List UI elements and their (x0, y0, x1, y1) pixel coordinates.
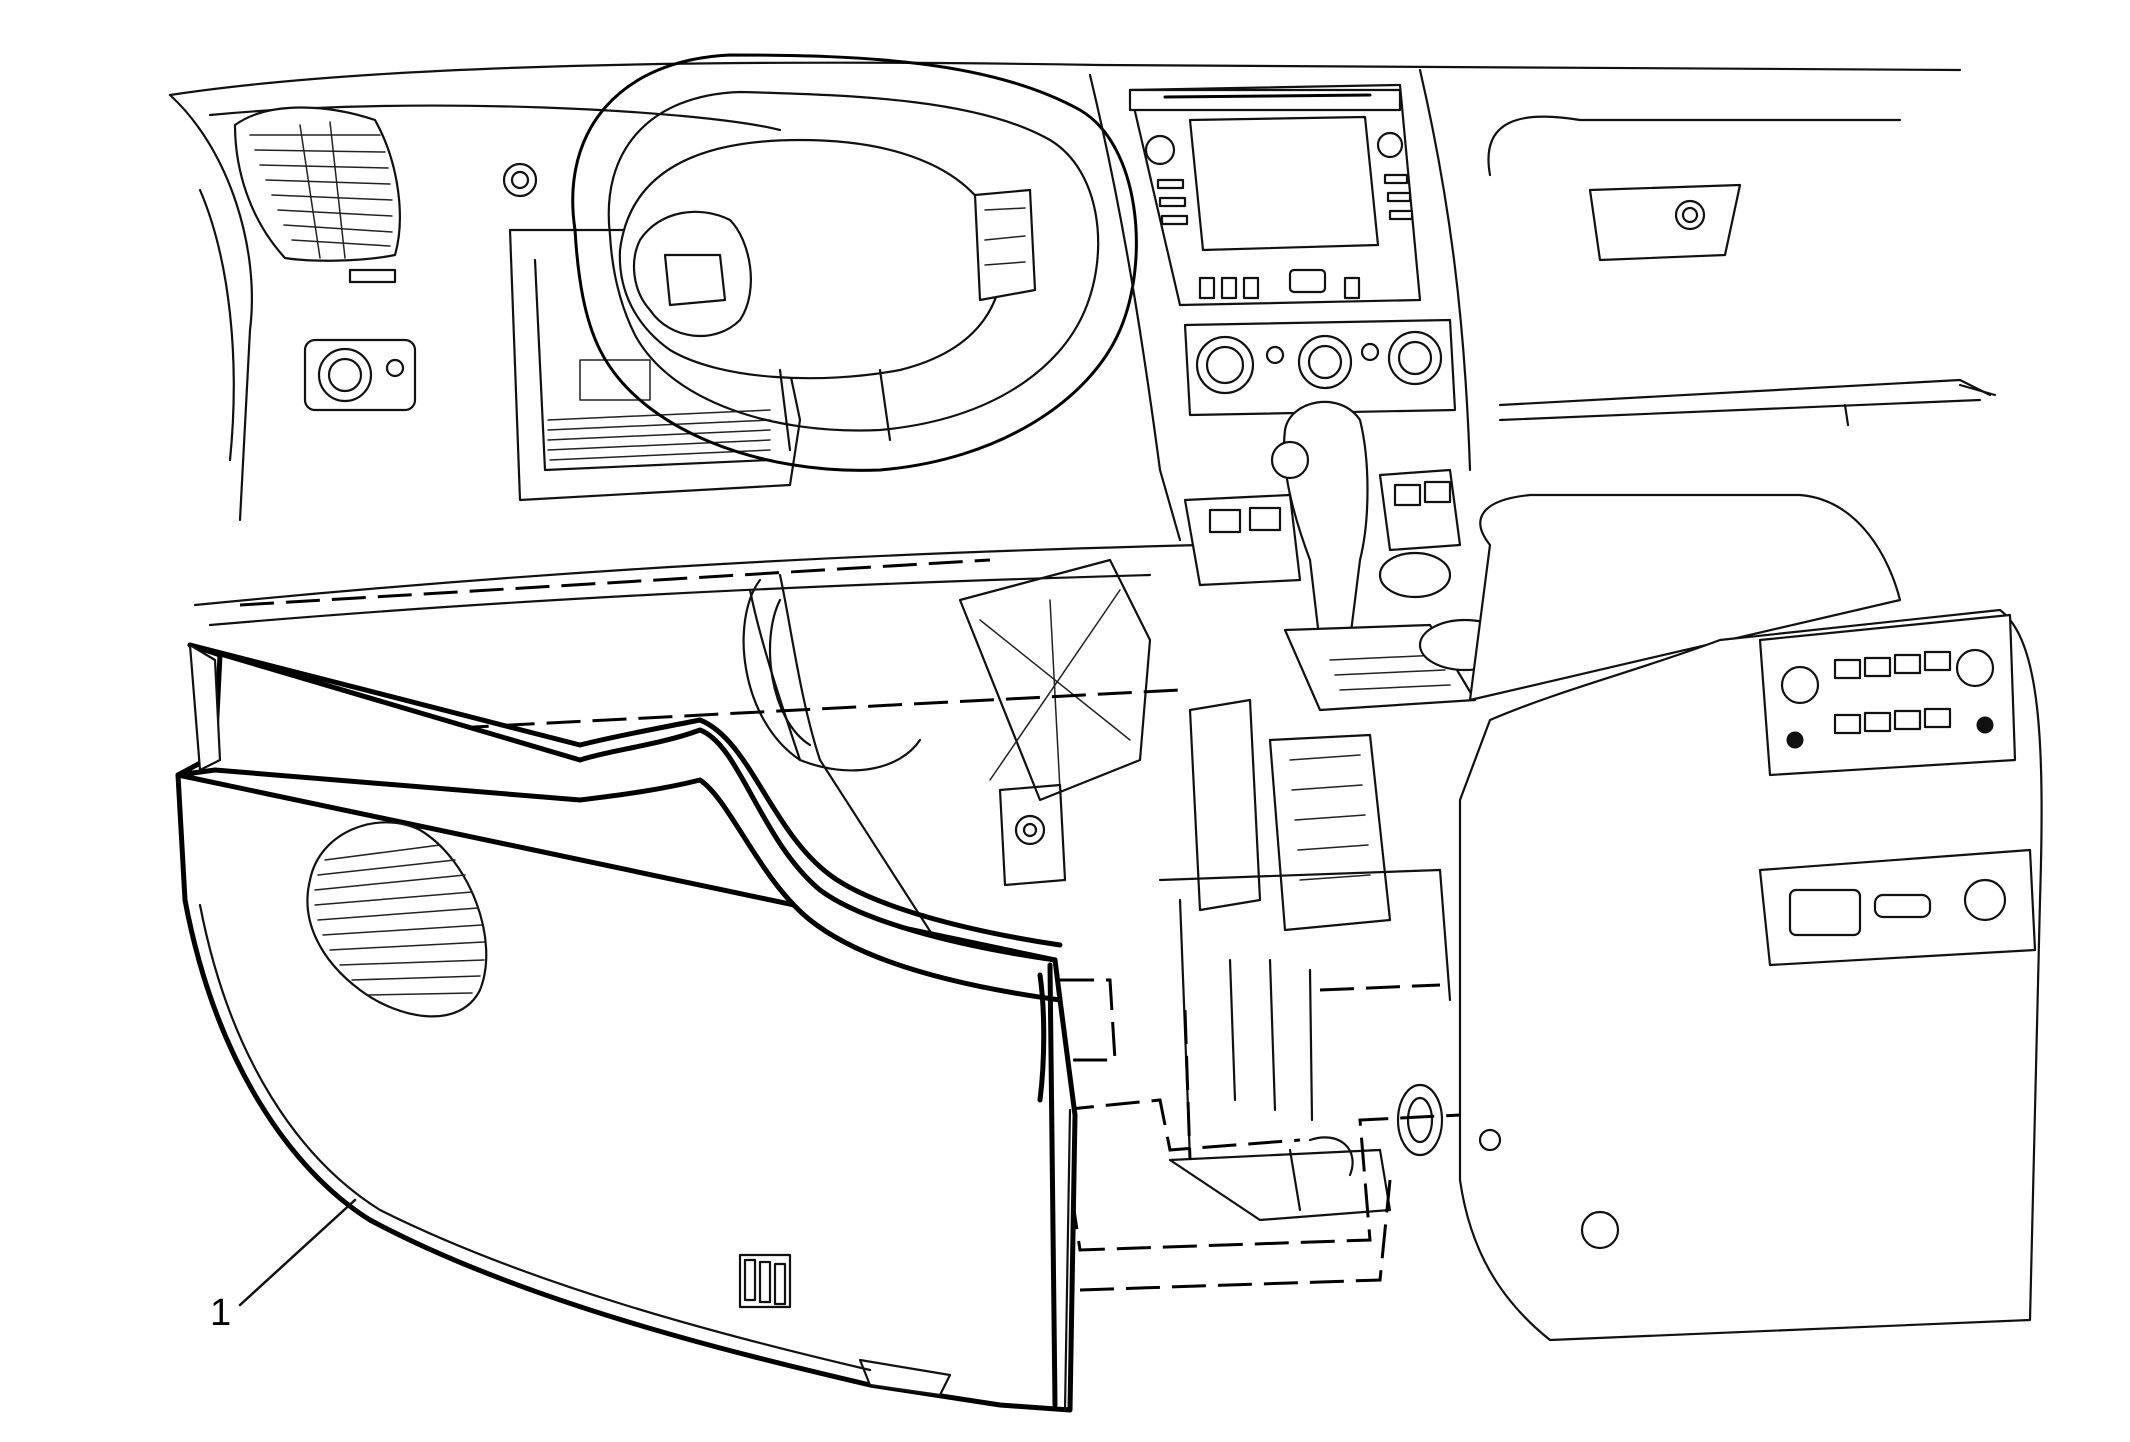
left-air-vent (233, 106, 401, 284)
center-console (1458, 493, 2043, 1342)
center-stack (1088, 68, 1472, 542)
underdash-structure (742, 558, 1452, 1222)
callout-1: 1 (210, 1198, 357, 1334)
ignition-knob (502, 162, 538, 198)
knee-bolster-panel (175, 642, 1078, 1413)
headlamp-switch (303, 338, 417, 412)
glove-box (1487, 115, 1902, 262)
steering-wheel (571, 53, 1138, 472)
gear-shifter (1270, 400, 1477, 712)
callout-label-1: 1 (210, 1292, 231, 1334)
